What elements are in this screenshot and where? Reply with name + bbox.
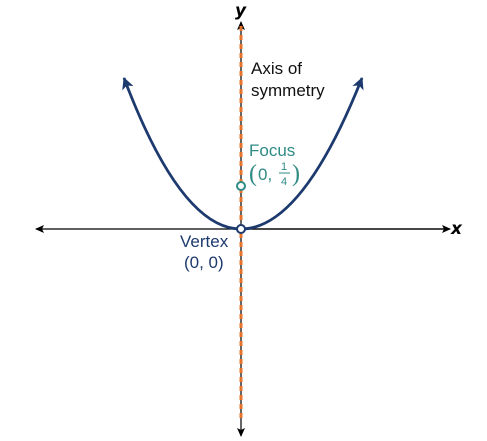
focus-close-paren: ) [292, 161, 300, 187]
focus-point [236, 181, 246, 191]
vertex-point [236, 224, 246, 234]
focus-open-paren: ( [249, 161, 257, 187]
focus-fraction-denominator: 4 [281, 176, 287, 188]
vertex-coordinates: (0, 0) [184, 253, 224, 272]
focus-label: Focus [249, 141, 295, 160]
focus-coordinates: ( 0, 1 4 ) [249, 161, 300, 188]
vertex-label: Vertex [180, 232, 229, 251]
focus-fraction-numerator: 1 [281, 161, 287, 173]
parabola-curve [240, 77, 364, 231]
parabola-curve-left [122, 77, 242, 231]
focus-x-coord: 0, [258, 165, 272, 184]
axis-of-symmetry-label-line2: symmetry [251, 81, 325, 100]
axis-of-symmetry-label-line1: Axis of [251, 59, 302, 78]
y-axis-label: y [235, 1, 247, 21]
x-axis-label: x [450, 219, 463, 239]
